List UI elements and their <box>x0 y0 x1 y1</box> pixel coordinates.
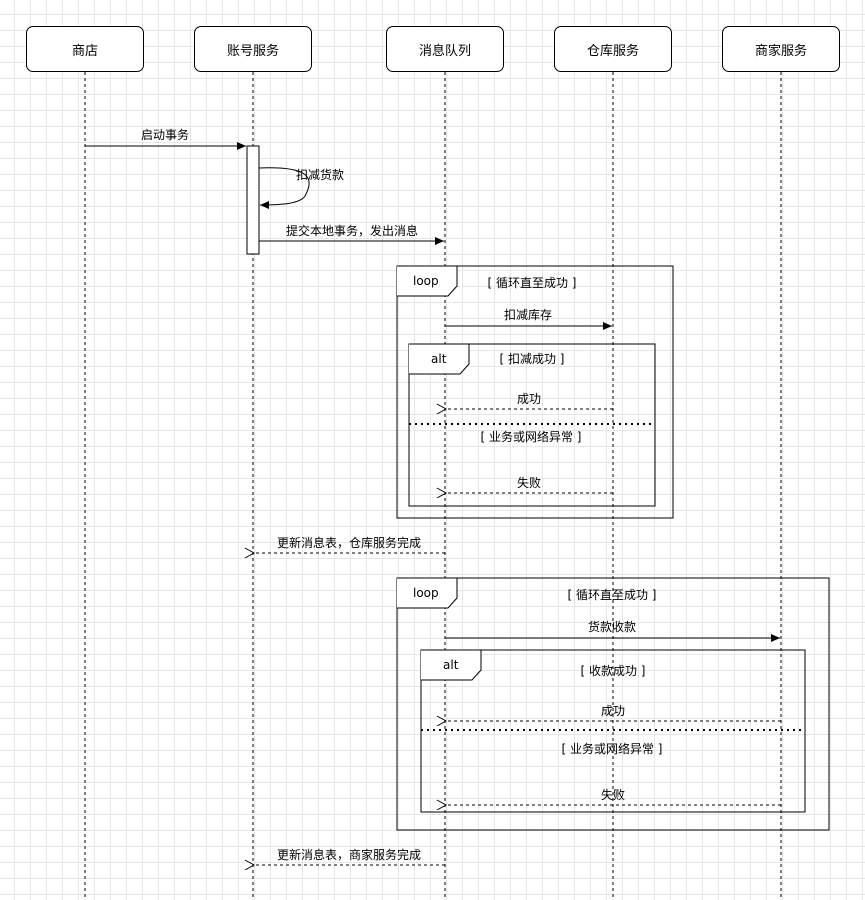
message-label: 失败 <box>516 476 542 490</box>
message-label: 更新消息表，仓库服务完成 <box>276 536 422 550</box>
message-label: 扣减库存 <box>503 308 553 322</box>
alt-frame-1-tag <box>409 343 470 375</box>
loop-guard-1: [ 循环直至成功 ] <box>487 276 577 290</box>
message-label: 扣减货款 <box>296 168 345 182</box>
participant-account-service[interactable]: 账号服务 <box>194 26 312 72</box>
loop-frame-1 <box>396 265 674 519</box>
message-label: 失败 <box>600 788 626 802</box>
loop-tag-2: loop <box>413 586 439 600</box>
message-label: 货款收款 <box>587 620 637 634</box>
participant-shop[interactable]: 商店 <box>26 26 144 72</box>
alt-tag-1: alt <box>431 352 447 366</box>
message-label: 更新消息表，商家服务完成 <box>276 848 422 862</box>
alt-guard-1: [ 扣减成功 ] <box>499 352 565 366</box>
loop-frame-2 <box>396 577 830 831</box>
alt-else-guard-1: [ 业务或网络异常 ] <box>480 430 582 444</box>
loop-frame-1-tag <box>397 265 458 297</box>
alt-guard-2: [ 收款成功 ] <box>580 664 646 678</box>
loop-guard-2: [ 循环直至成功 ] <box>567 588 657 602</box>
arrow-self-deduct <box>258 167 310 209</box>
alt-else-guard-2: [ 业务或网络异常 ] <box>561 742 663 756</box>
loop-frame-2-tag <box>397 577 458 609</box>
activation-bar <box>246 145 260 255</box>
participant-merchant-service[interactable]: 商家服务 <box>722 26 840 72</box>
loop-tag-1: loop <box>413 274 439 288</box>
participant-message-queue[interactable]: 消息队列 <box>386 26 504 72</box>
message-label: 成功 <box>600 704 626 718</box>
message-label: 成功 <box>516 392 542 406</box>
message-label: 启动事务 <box>140 128 190 142</box>
participant-warehouse-service[interactable]: 仓库服务 <box>554 26 672 72</box>
message-label: 提交本地事务，发出消息 <box>285 224 419 238</box>
alt-frame-2-tag <box>421 649 482 681</box>
alt-tag-2: alt <box>443 658 459 672</box>
